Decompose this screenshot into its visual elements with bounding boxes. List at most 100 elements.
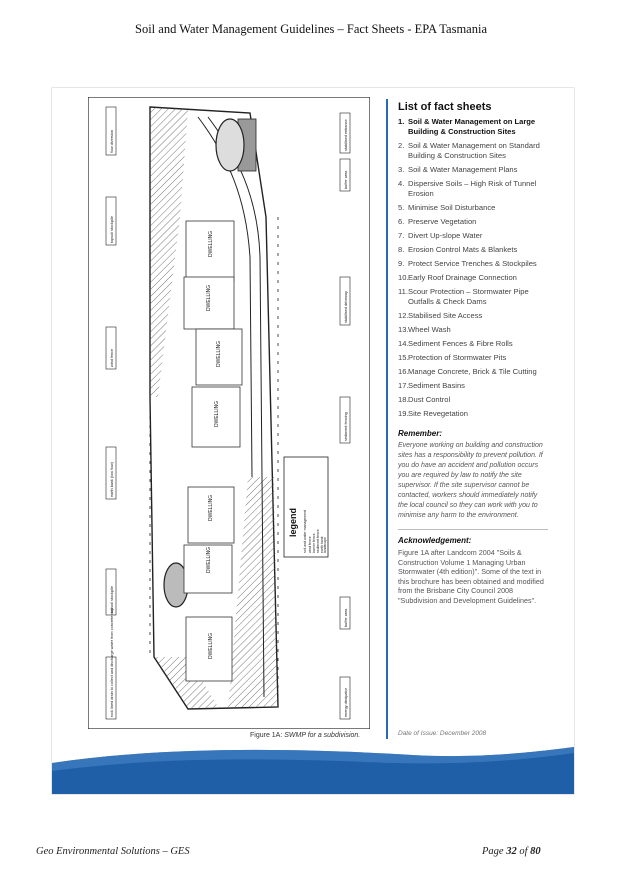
date-of-issue: Date of Issue: December 2008	[398, 730, 487, 737]
legend-item: sediment fence	[316, 529, 320, 553]
fact-sheet-title: Soil & Water Management on Standard Buil…	[408, 141, 540, 160]
fact-sheet-number: 11.	[398, 287, 408, 296]
fact-sheet-title: Divert Up-slope Water	[408, 231, 483, 240]
fact-sheet-item: 18.Dust Control	[398, 395, 548, 405]
fact-sheet-item: 12.Stabilised Site Access	[398, 311, 548, 321]
fact-sheet-title: Soil & Water Management on Large Buildin…	[408, 117, 536, 136]
fact-sheet-item: 16.Manage Concrete, Brick & Tile Cutting	[398, 367, 548, 377]
fact-sheet-title: Dust Control	[408, 395, 451, 404]
swmp-site-plan: DWELLING DWELLING DWELLING DWELLING DWEL…	[88, 97, 370, 729]
fact-sheet-item: 17.Sediment Basins	[398, 381, 548, 391]
dwelling-label: DWELLING	[206, 285, 212, 311]
callout-right: stabilised driveway	[344, 291, 348, 323]
fact-sheet-number: 14.	[398, 339, 409, 348]
fact-sheet-title: Sediment Basins	[408, 381, 465, 390]
callout-right: buffer area	[344, 608, 348, 627]
fact-sheet-item: 15.Protection of Stormwater Pits	[398, 353, 548, 363]
figure-caption: Figure 1A: SWMP for a subdivision.	[250, 732, 360, 739]
fact-sheet-number: 10.	[398, 273, 409, 282]
fact-sheet-item: 1.Soil & Water Management on Large Build…	[398, 117, 548, 137]
fact-sheet-item: 19.Site Revegetation	[398, 409, 548, 419]
fact-sheet-number: 19.	[398, 409, 409, 418]
callout-right: energy dissipator	[344, 687, 348, 717]
figure-caption-text: SWMP for a subdivision.	[284, 732, 361, 739]
fact-sheet-number: 16.	[398, 367, 409, 376]
legend-item: landscape	[323, 537, 327, 553]
dwelling-label: DWELLING	[208, 231, 214, 257]
divider-line	[398, 529, 548, 530]
fact-sheet-number: 4.	[398, 179, 405, 188]
fact-sheet-number: 2.	[398, 141, 405, 150]
legend-item: soil and water management	[303, 510, 307, 553]
figure-caption-label: Figure 1A:	[250, 732, 283, 739]
acknowledgement-heading: Acknowledgement:	[398, 536, 472, 545]
fact-sheet-item: 3.Soil & Water Management Plans	[398, 165, 548, 175]
callout-left: topsoil stockpile	[110, 216, 114, 243]
footer-organisation: Geo Environmental Solutions – GES	[36, 846, 190, 857]
callout-right: stabilised entrance	[344, 119, 348, 151]
callout-right: buffer area	[344, 170, 348, 189]
fact-sheet-number: 13.	[398, 325, 409, 334]
fact-sheet-title: Soil & Water Management Plans	[408, 165, 518, 174]
fact-sheet-number: 7.	[398, 231, 405, 240]
legend-item: wind fence	[308, 536, 312, 553]
fact-sheet-title: Early Roof Drainage Connection	[408, 273, 517, 282]
fact-sheet-title: Site Revegetation	[408, 409, 468, 418]
page-header: Soil and Water Management Guidelines – F…	[135, 22, 487, 36]
page-total: 80	[530, 846, 541, 857]
fact-sheet-number: 8.	[398, 245, 405, 254]
fact-sheet-title: Protect Service Trenches & Stockpiles	[408, 259, 537, 268]
fact-sheet-number: 3.	[398, 165, 405, 174]
legend-title: legend	[288, 508, 298, 537]
fact-sheet-item: 14.Sediment Fences & Fibre Rolls	[398, 339, 548, 349]
fact-sheet-item: 6.Preserve Vegetation	[398, 217, 548, 227]
fact-sheet-title: Protection of Stormwater Pits	[408, 353, 507, 362]
fact-sheet-item: 4.Dispersive Soils – High Risk of Tunnel…	[398, 179, 548, 199]
fact-sheet-number: 9.	[398, 259, 405, 268]
fact-sheet-number: 6.	[398, 217, 405, 226]
dwelling-label: DWELLING	[206, 547, 212, 573]
page-current: 32	[506, 846, 517, 857]
callout-left: flow diversion	[110, 130, 114, 153]
callout-left: wind fence	[110, 349, 114, 367]
fact-sheet-sidebar: List of fact sheets 1.Soil & Water Manag…	[398, 101, 548, 606]
fact-sheet-title: Preserve Vegetation	[408, 217, 477, 226]
remember-heading: Remember:	[398, 429, 443, 438]
fact-sheet-title: Manage Concrete, Brick & Tile Cutting	[408, 367, 537, 376]
fact-sheet-item: 9.Protect Service Trenches & Stockpiles	[398, 259, 548, 269]
fact-sheet-title: Erosion Control Mats & Blankets	[408, 245, 518, 254]
fact-sheet-title: Wheel Wash	[408, 325, 451, 334]
fact-sheet-number: 1.	[398, 117, 405, 126]
fact-sheet-number: 12.	[398, 311, 409, 320]
dwelling-label: DWELLING	[208, 633, 214, 659]
fact-sheet-title: Minimise Soil Disturbance	[408, 203, 496, 212]
fact-sheet-title: Stabilised Site Access	[408, 311, 483, 320]
acknowledgement-body: Figure 1A after Landcom 2004 "Soils & Co…	[398, 548, 544, 605]
callout-left: topsoil stockpile	[110, 586, 114, 613]
legend-item: earth bank	[320, 536, 324, 553]
dwelling-label: DWELLING	[214, 401, 220, 427]
footer-page-number: Page 32 of 80	[482, 846, 541, 857]
fact-sheet-item: 5.Minimise Soil Disturbance	[398, 203, 548, 213]
fact-sheet-item: 2.Soil & Water Management on Standard Bu…	[398, 141, 548, 161]
callout-right: sediment fencing	[344, 412, 348, 441]
fact-sheet-number: 18.	[398, 395, 409, 404]
callout-left: rock lined drain to collect and discharg…	[110, 608, 114, 717]
dwelling-label: DWELLING	[208, 495, 214, 521]
page-prefix: Page	[482, 846, 504, 857]
callout-left: earth bank (low flow)	[110, 461, 114, 497]
fact-sheet-item: 8.Erosion Control Mats & Blankets	[398, 245, 548, 255]
fact-sheet-item: 10.Early Roof Drainage Connection	[398, 273, 548, 283]
fact-sheet-number: 15.	[398, 353, 409, 362]
fact-sheet-list: 1.Soil & Water Management on Large Build…	[398, 117, 548, 419]
fact-sheet-number: 5.	[398, 203, 405, 212]
fact-sheet-title: Sediment Fences & Fibre Rolls	[408, 339, 513, 348]
fact-sheet-number: 17.	[398, 381, 409, 390]
fact-sheet-title: Dispersive Soils – High Risk of Tunnel E…	[408, 179, 537, 198]
fact-sheet-title: Scour Protection – Stormwater Pipe Outfa…	[408, 287, 529, 306]
dwelling-label: DWELLING	[216, 341, 222, 367]
fact-sheet-item: 13.Wheel Wash	[398, 325, 548, 335]
page-of: of	[519, 846, 528, 857]
fact-sheet-item: 7.Divert Up-slope Water	[398, 231, 548, 241]
footer-wave-band	[52, 747, 574, 794]
